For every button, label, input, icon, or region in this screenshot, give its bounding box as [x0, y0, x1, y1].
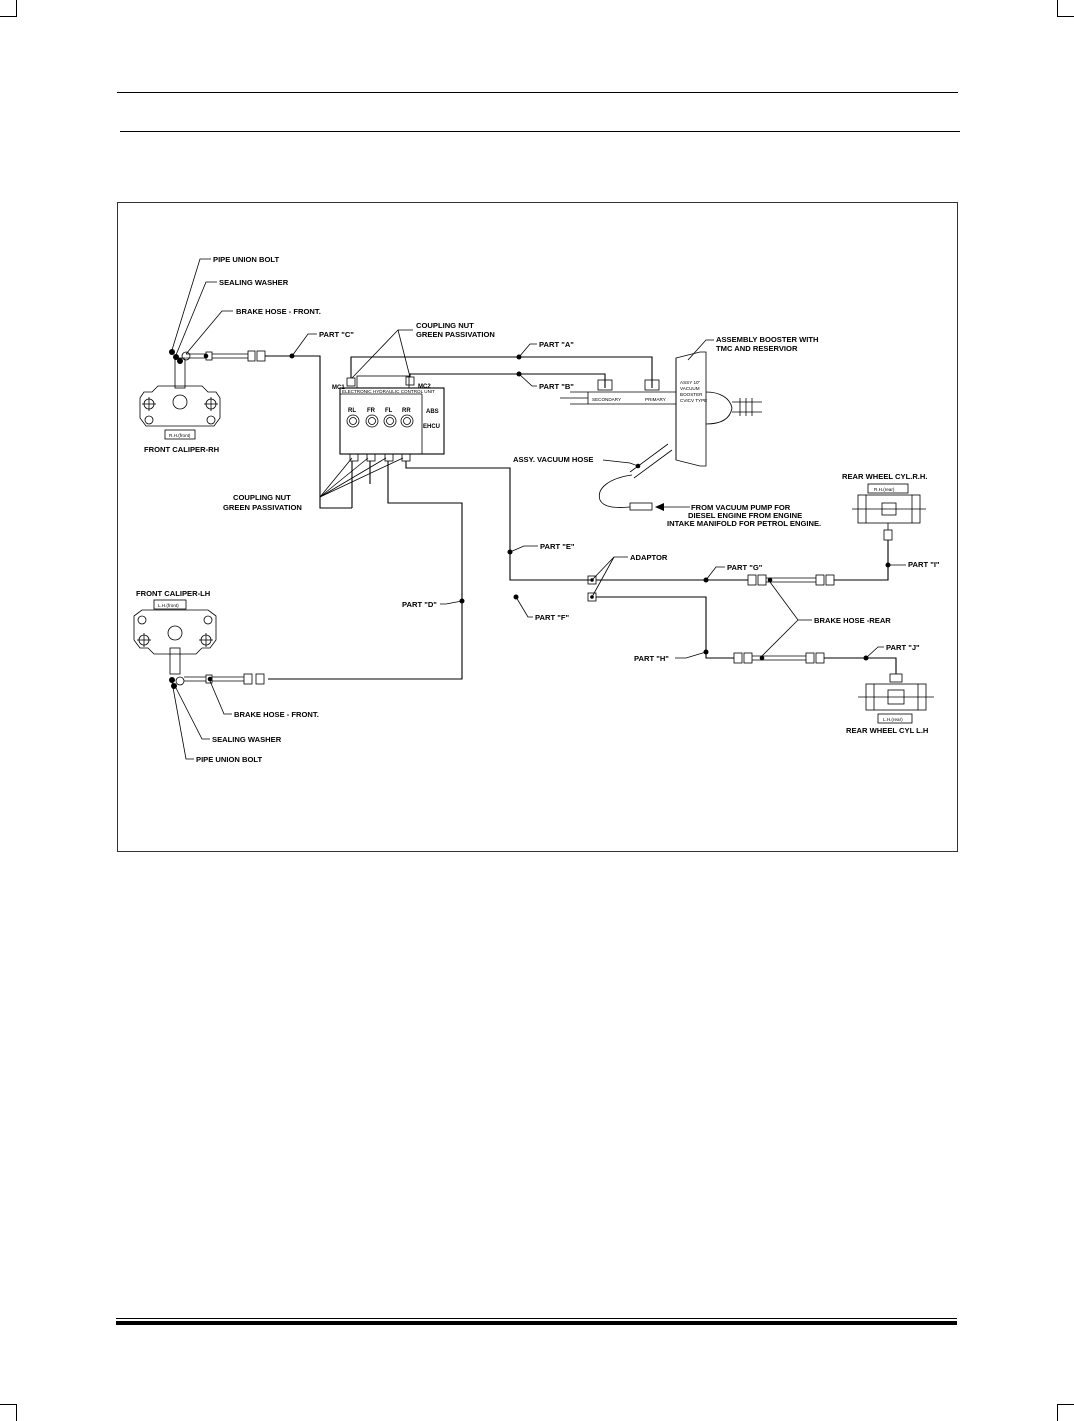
coupling-nut-bottom-label-2: GREEN PASSIVATION [223, 503, 302, 512]
rear-wheel-cyl-lh-label: REAR WHEEL CYL L.H [846, 726, 928, 735]
hcu-caption: ELECTRONIC HYDRAULIC CONTROL UNIT [342, 389, 435, 394]
adaptor-label: ADAPTOR [630, 553, 668, 562]
secondary-label: SECONDARY [592, 397, 621, 402]
sealing-washer-top-label: SEALING WASHER [219, 278, 289, 287]
part-j-label: PART "J" [886, 643, 920, 652]
coupling-nut-top-label-1: COUPLING NUT [416, 321, 474, 330]
brake-hose-rear-lh [733, 652, 825, 664]
vacuum-source-label-2: DIESEL ENGINE FROM ENGINE [688, 511, 802, 520]
booster-assembly [560, 351, 762, 467]
header-rule-bottom [120, 131, 960, 132]
booster-label-4: CVICV TYPE [680, 398, 707, 403]
front-caliper-rh-label: FRONT CALIPER-RH [144, 445, 219, 454]
abs-label: ABS [426, 409, 439, 415]
assembly-booster-label-2: TMC AND RESERVIOR [716, 344, 798, 353]
part-d-label: PART "D" [402, 600, 437, 609]
part-g-label: PART "G" [727, 563, 763, 572]
coupling-nut-bottom-label-1: COUPLING NUT [233, 493, 291, 502]
rear-wheel-cyl-lh-drawing [858, 673, 934, 724]
brake-hose-rear-rh [747, 574, 835, 586]
brake-hose-front-top-label: BRAKE HOSE - FRONT. [236, 307, 321, 316]
part-e-label: PART "E" [540, 542, 575, 551]
rh-rear-tag: R.H.(rear) [874, 487, 895, 492]
assy-vacuum-hose-label: ASSY. VACUUM HOSE [513, 455, 593, 464]
vacuum-source-label-3: INTAKE MANIFOLD FOR PETROL ENGINE. [667, 519, 821, 528]
pipe-union-bolt-top-label: PIPE UNION BOLT [213, 255, 279, 264]
vacuum-source-label-1: FROM VACUUM PUMP FOR [691, 503, 791, 512]
crop-mark-top-right [1057, 0, 1074, 17]
port-fr-label: FR [367, 408, 376, 414]
rh-front-tag: R.H.(front) [169, 433, 191, 438]
lh-front-tag: L.H.(front) [158, 603, 179, 608]
crop-mark-top-left [0, 0, 17, 17]
booster-label-2: VACUUM [680, 386, 700, 391]
rear-wheel-cyl-rh-label: REAR WHEEL CYL.R.H. [842, 472, 928, 481]
brake-hose-rear-label: BRAKE HOSE -REAR [814, 616, 891, 625]
part-h-label: PART "H" [634, 654, 669, 663]
port-rr-label: RR [402, 408, 411, 414]
front-caliper-lh-drawing [133, 609, 217, 675]
mc2-label: MC2 [418, 384, 431, 390]
part-f-label: PART "F" [535, 613, 569, 622]
part-c-label: PART "C" [319, 330, 354, 339]
brake-hose-front-rh [186, 350, 266, 362]
vacuum-hose [598, 443, 673, 511]
diagram-frame [117, 202, 958, 852]
header-rule-top [117, 92, 958, 93]
booster-label-3: BOOSTER [680, 392, 703, 397]
footer-rule-thick [116, 1321, 957, 1325]
crop-mark-bottom-left [0, 1404, 17, 1421]
ehcu-label: EHCU [423, 424, 440, 430]
front-caliper-rh-drawing [139, 357, 221, 440]
port-fl-label: FL [385, 408, 393, 414]
brake-hose-front-bottom-label: BRAKE HOSE - FRONT. [234, 710, 319, 719]
crop-mark-bottom-right [1057, 1404, 1074, 1421]
front-caliper-lh-label: FRONT CALIPER-LH [136, 589, 210, 598]
port-rl-label: RL [348, 408, 356, 414]
part-i-label: PART "I" [908, 560, 940, 569]
footer-rule-thin [116, 1318, 957, 1319]
mc1-label: MC1 [332, 385, 345, 391]
coupling-nut-top-label-2: GREEN PASSIVATION [416, 330, 495, 339]
part-a-label: PART "A" [539, 340, 574, 349]
lh-rear-tag: L.H.(rear) [883, 717, 903, 722]
sealing-washer-bottom-label: SEALING WASHER [212, 735, 282, 744]
brake-hose-front-lh [184, 673, 265, 685]
pipe-union-bolt-bottom-label: PIPE UNION BOLT [196, 755, 262, 764]
booster-label-1: ASSY 10" [680, 380, 701, 385]
hcu-unit [339, 375, 445, 462]
assembly-booster-label-1: ASSEMBLY BOOSTER WITH [716, 335, 819, 344]
primary-label: PRIMARY [645, 397, 666, 402]
rear-wheel-cyl-rh-drawing [852, 483, 926, 541]
part-b-label: PART "B" [539, 382, 574, 391]
